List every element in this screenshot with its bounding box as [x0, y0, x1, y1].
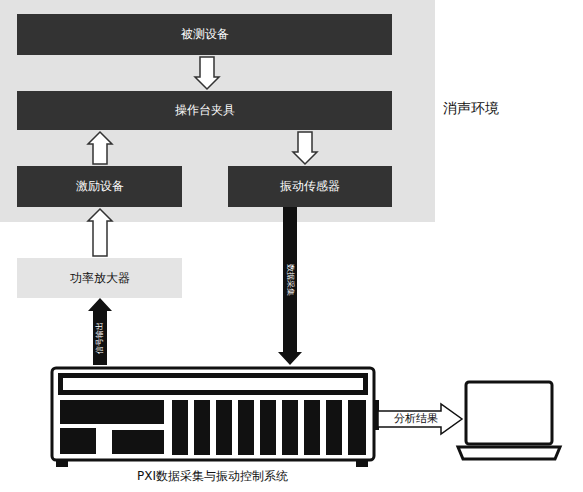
flow-arrow	[88, 132, 112, 164]
chassis-slot	[260, 400, 276, 455]
chassis-slot	[172, 400, 188, 455]
environment-band: 消声环境被测设备操作台夹具激励设备振动传感器	[0, 0, 435, 222]
pxi-system: PXI数据采集与振动控制系统	[50, 365, 375, 465]
chassis-slot	[348, 400, 366, 455]
node-text: PXI数据采集与振动控制系统	[10, 468, 415, 485]
amplifier-box: 功率放大器	[17, 258, 182, 298]
node-text: 功率放大器	[70, 270, 130, 287]
flow-arrow	[293, 132, 317, 164]
chassis-slot	[326, 400, 342, 455]
chassis-slot	[194, 400, 210, 455]
chassis-slot	[216, 400, 232, 455]
edge-label: 信号输出	[95, 322, 105, 354]
signal-arrow	[88, 298, 112, 365]
chassis-panel	[60, 428, 96, 454]
signal-arrow	[278, 207, 302, 365]
flow-arrow	[195, 57, 219, 89]
chassis-slot	[304, 400, 320, 455]
node-text: 操作台夹具	[175, 102, 235, 119]
chassis-slot	[238, 400, 254, 455]
node-text: 消声环境	[443, 100, 499, 118]
node-text: 振动传感器	[280, 178, 340, 195]
chassis-foot	[356, 459, 368, 467]
sensor-box: 振动传感器	[228, 166, 392, 207]
device-box: 被测设备	[17, 14, 392, 55]
fixture-box: 操作台夹具	[17, 91, 392, 130]
exciter-box: 激励设备	[17, 166, 182, 207]
node-text: 激励设备	[76, 178, 124, 195]
chassis-top-slot	[63, 378, 363, 390]
chassis-panel	[112, 430, 164, 454]
flow-arrow	[88, 209, 112, 256]
result-arrow	[378, 404, 462, 434]
result-label: 分析结果	[384, 412, 448, 426]
chassis-top-bar	[58, 373, 368, 395]
chassis-panel	[60, 400, 164, 424]
edge-label: 数据采集	[285, 264, 295, 296]
chassis-slot	[282, 400, 298, 455]
node-text: 被测设备	[181, 26, 229, 43]
laptop-screen	[466, 382, 552, 444]
chassis-foot	[56, 459, 68, 467]
laptop-base	[458, 447, 560, 459]
chassis-body	[52, 368, 374, 460]
